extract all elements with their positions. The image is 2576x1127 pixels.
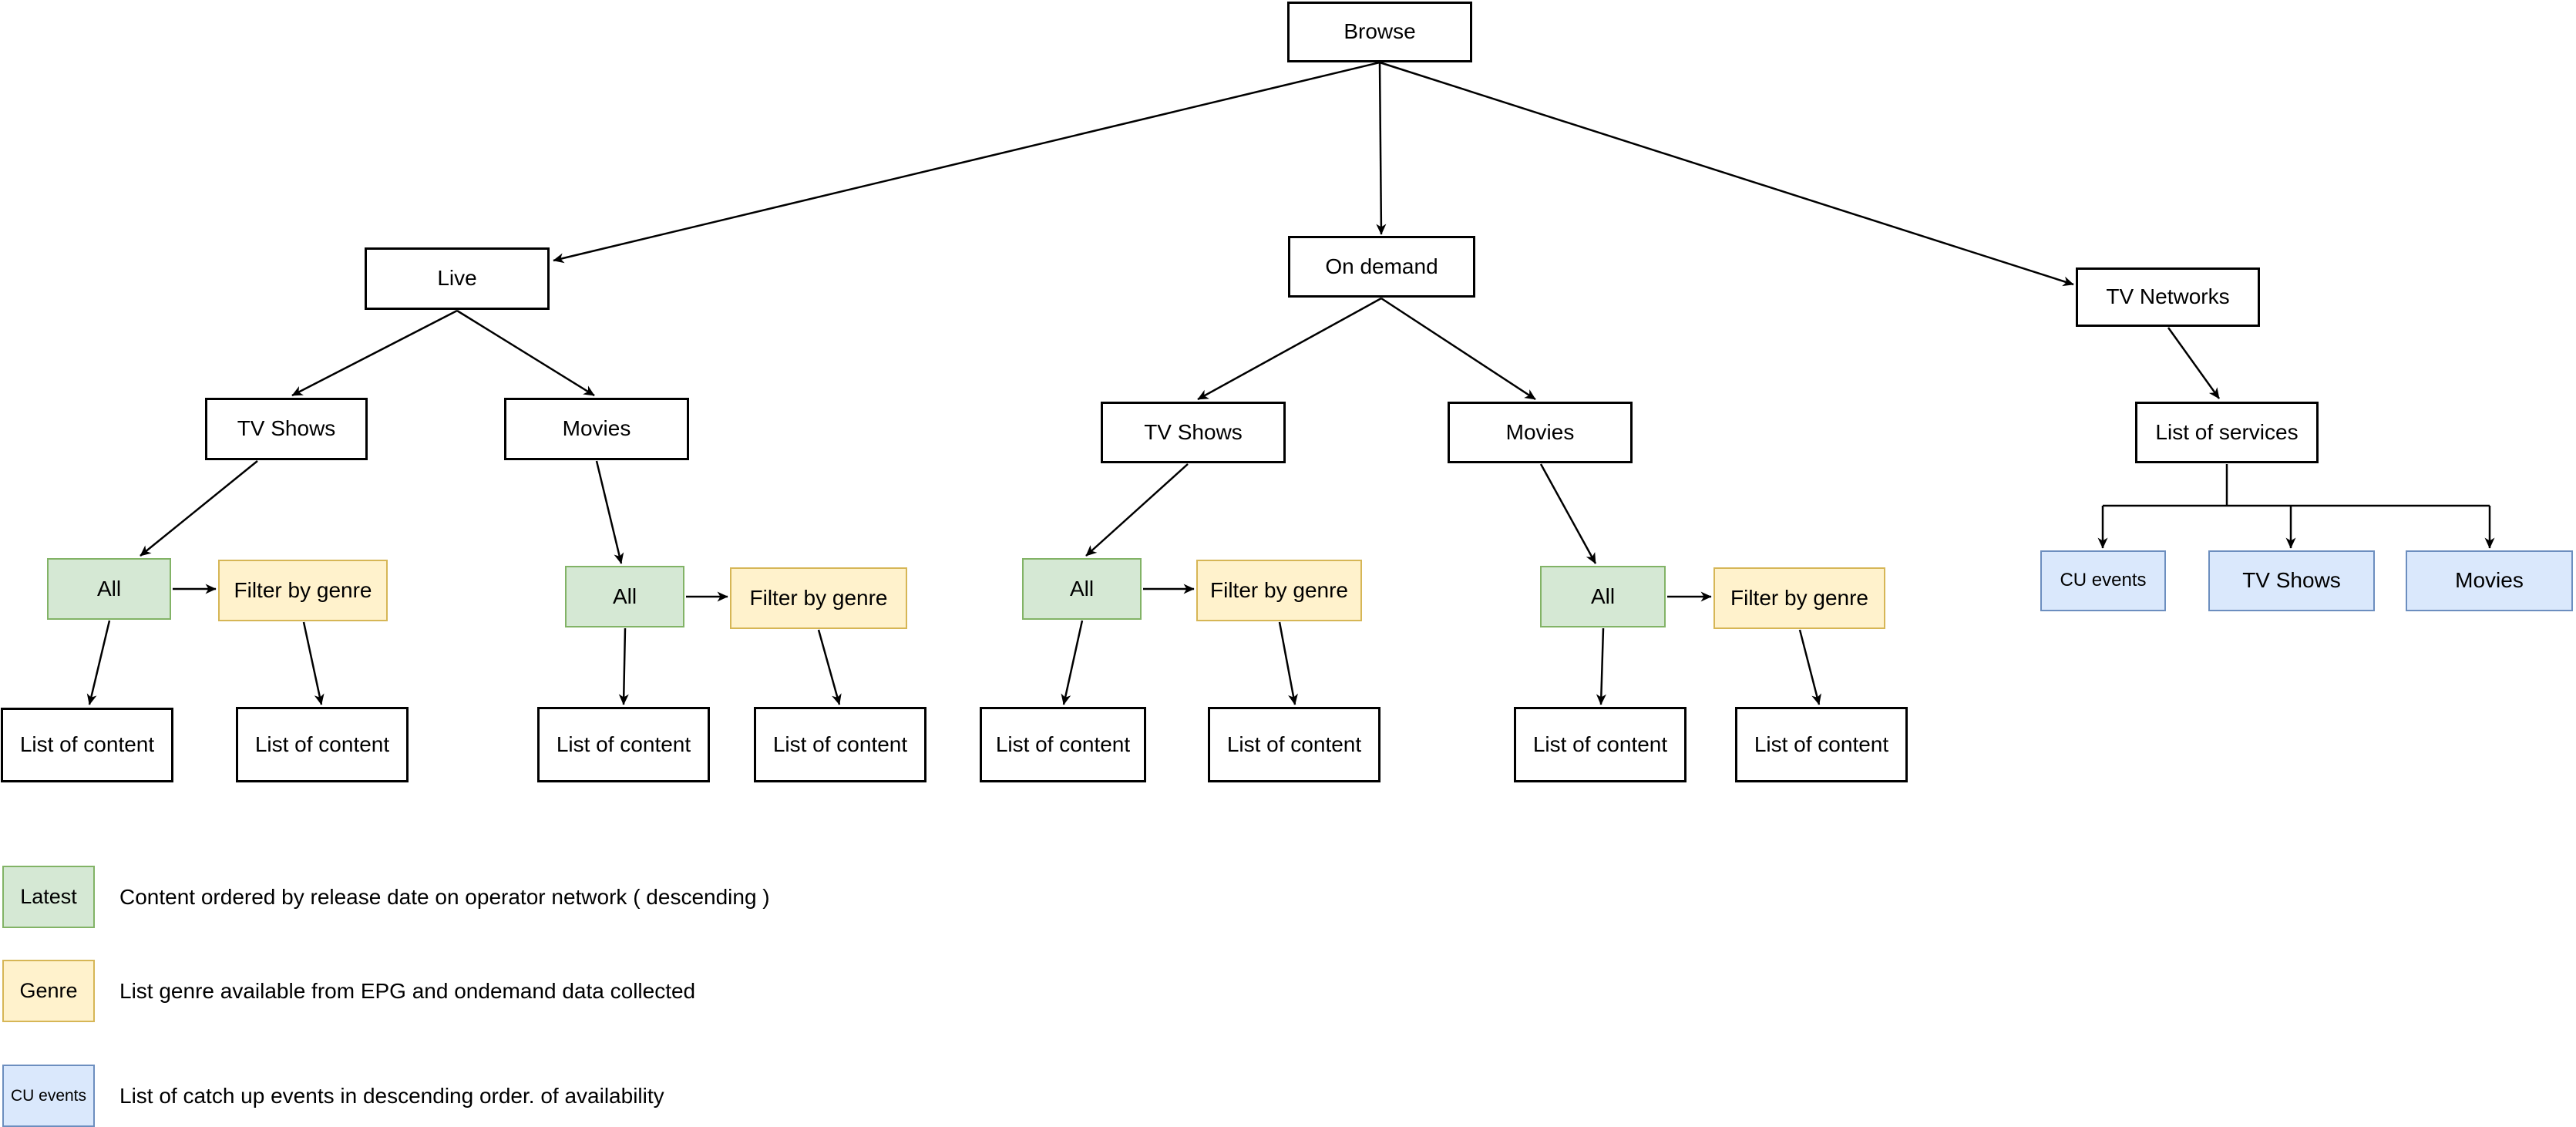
edge-odmv-filter-content bbox=[1798, 629, 1821, 705]
node-list-of-content-8: List of content bbox=[1735, 707, 1908, 782]
node-list-of-content-7: List of content bbox=[1514, 707, 1687, 782]
legend-swatch-genre: Genre bbox=[2, 960, 95, 1022]
node-list-of-content-4: List of content bbox=[754, 707, 926, 782]
edge-livets-filter-content bbox=[302, 621, 325, 705]
node-list-of-content-5: List of content bbox=[980, 707, 1146, 782]
node-browse: Browse bbox=[1287, 2, 1472, 62]
node-live-movies: Movies bbox=[504, 398, 689, 460]
node-tv-networks: TV Networks bbox=[2076, 267, 2260, 327]
edge-odts-filter-content bbox=[1278, 621, 1298, 705]
node-list-of-content-3: List of content bbox=[537, 707, 710, 782]
edge-browse-live bbox=[553, 61, 1380, 264]
node-list-of-content-6: List of content bbox=[1208, 707, 1380, 782]
edge-odts-all-content bbox=[1061, 620, 1084, 705]
node-list-of-content-1: List of content bbox=[1, 708, 173, 782]
node-network-movies: Movies bbox=[2406, 550, 2573, 611]
node-network-tv-shows: TV Shows bbox=[2208, 550, 2375, 611]
node-list-of-content-2: List of content bbox=[236, 707, 409, 782]
legend-text-cu-events: List of catch up events in descending or… bbox=[119, 1083, 664, 1108]
edge-livets-all bbox=[140, 460, 258, 557]
legend-text-genre: List genre available from EPG and ondema… bbox=[119, 978, 696, 1003]
edge-ondemand-movies bbox=[1380, 297, 1536, 401]
node-ondemand-tvshows-all: All bbox=[1022, 558, 1142, 620]
node-ondemand-movies-all: All bbox=[1540, 566, 1666, 627]
node-list-of-services: List of services bbox=[2135, 402, 2319, 463]
node-cu-events: CU events bbox=[2040, 550, 2166, 611]
node-live-tvshows-all: All bbox=[47, 558, 171, 620]
edge-live-tvshows bbox=[291, 309, 458, 397]
edge-livets-all-content bbox=[86, 620, 111, 705]
edge-services-trunk bbox=[2103, 464, 2490, 507]
edge-ondemand-tvshows bbox=[1197, 297, 1382, 401]
legend-text-latest: Content ordered by release date on opera… bbox=[119, 884, 770, 909]
edge-livemv-all-content bbox=[618, 627, 629, 705]
node-live-movies-filter-by-genre: Filter by genre bbox=[730, 567, 907, 629]
edge-livemv-filter-content bbox=[817, 629, 842, 705]
edge-browse-tvnetworks bbox=[1379, 61, 2074, 287]
legend-swatch-cu-events: CU events bbox=[2, 1065, 95, 1127]
node-live-movies-all: All bbox=[565, 566, 684, 627]
node-ondemand-movies-filter-by-genre: Filter by genre bbox=[1713, 567, 1885, 629]
edge-browse-ondemand bbox=[1376, 62, 1387, 235]
node-ondemand-tvshows-filter-by-genre: Filter by genre bbox=[1196, 560, 1362, 621]
node-ondemand-tv-shows: TV Shows bbox=[1101, 402, 1286, 463]
node-live-tvshows-filter-by-genre: Filter by genre bbox=[218, 560, 388, 621]
edge-odmv-all bbox=[1539, 463, 1597, 564]
node-live: Live bbox=[365, 247, 550, 310]
node-ondemand-movies: Movies bbox=[1448, 402, 1633, 463]
edge-live-movies bbox=[456, 309, 595, 397]
edge-livemv-all bbox=[595, 460, 624, 564]
legend-swatch-latest: Latest bbox=[2, 866, 95, 928]
node-on-demand: On demand bbox=[1288, 236, 1475, 298]
edge-tvnetworks-services bbox=[2167, 327, 2221, 399]
edge-odts-all bbox=[1085, 463, 1189, 557]
edge-odmv-all-content bbox=[1596, 627, 1606, 705]
node-live-tv-shows: TV Shows bbox=[205, 398, 368, 460]
